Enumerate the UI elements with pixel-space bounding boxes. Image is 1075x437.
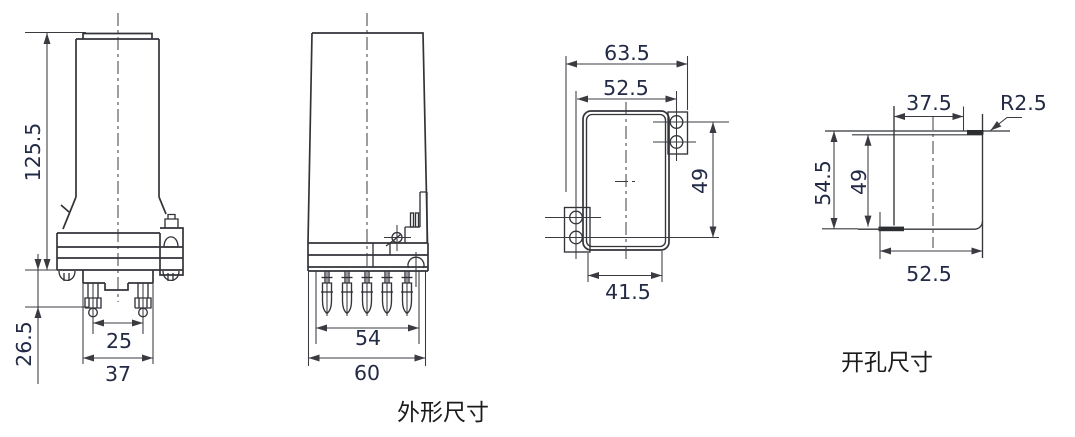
panel-crosshair-tr (653, 91, 729, 161)
cutout-view: 37.5 R2.5 54.5 49 52.5 (811, 91, 1047, 286)
side-bracket-diagonal (385, 233, 401, 247)
panel-tab-top-right (667, 111, 689, 155)
side-flange-details (372, 243, 391, 267)
side-view: 54 60 (307, 13, 429, 385)
side-ext-pin-row (315, 271, 420, 344)
side-pin-5 (400, 270, 414, 317)
front-right-bracket (159, 227, 184, 276)
side-bracket-screw-crosshair (384, 225, 411, 251)
side-rear-hook (404, 191, 428, 243)
dim-cutout-top-width-label: 37.5 (906, 91, 952, 115)
caption-outline-dimensions: 外形尺寸 (397, 400, 489, 426)
front-right-mount-screw-head (162, 270, 180, 282)
side-pin-1 (320, 270, 334, 317)
cutout-radius-leader (990, 116, 1022, 131)
front-right-taper (158, 196, 167, 215)
front-body-outline (75, 38, 160, 197)
panel-ext-width (565, 56, 689, 192)
front-top-cap (82, 32, 153, 39)
dim-cutout-depth-label: 49 (847, 169, 871, 195)
dim-pin-spacing-label: 25 (106, 329, 132, 353)
side-pin-3 (360, 270, 374, 317)
front-ext-base-width (82, 283, 154, 364)
front-view: 125.5 26.5 25 37 (12, 13, 184, 386)
dim-corner-radius-label: R2.5 (1000, 91, 1047, 115)
dim-pin-length-label: 26.5 (12, 321, 36, 367)
dim-panel-body-width-label: 41.5 (605, 280, 651, 304)
dim-height-label: 125.5 (21, 123, 45, 182)
dim-side-width-label: 60 (354, 361, 380, 385)
dim-cutout-width-label: 52.5 (906, 262, 952, 286)
side-body-outline (307, 32, 429, 244)
front-left-mount-screw-head (58, 270, 76, 282)
side-hook-pin-1 (409, 212, 415, 228)
front-terminal-screw-top (164, 213, 179, 228)
dim-cutout-height-label: 54.5 (811, 160, 835, 206)
panel-view: 63.5 52.5 49 41.5 (545, 41, 729, 304)
panel-crosshair-bl (545, 91, 719, 259)
cutout-bottom-line (858, 221, 984, 230)
front-flange-lines (57, 246, 183, 271)
cutout-hook-section-top (967, 130, 984, 135)
panel-tab-bottom-left (563, 206, 591, 253)
dim-panel-width-label: 63.5 (604, 41, 650, 65)
front-terminal-base (82, 270, 154, 291)
caption-cutout-dimensions: 开孔尺寸 (841, 350, 933, 376)
dim-hole-span-label: 52.5 (603, 76, 649, 100)
side-ext-width (307, 271, 427, 366)
panel-ext-body-width (587, 251, 663, 282)
front-right-dome-screw (163, 236, 179, 248)
cutout-hook-section-bottom (878, 226, 904, 232)
front-left-taper (60, 196, 77, 230)
side-pin-2 (340, 270, 354, 317)
dim-base-width-label: 37 (105, 362, 131, 386)
side-flange (307, 242, 429, 272)
dim-pin-row-label: 54 (355, 326, 381, 350)
side-pin-4 (380, 270, 394, 317)
side-hook-pin-2 (414, 212, 420, 228)
dim-hole-height-label: 49 (688, 168, 712, 194)
front-flange-top-left (56, 232, 160, 270)
